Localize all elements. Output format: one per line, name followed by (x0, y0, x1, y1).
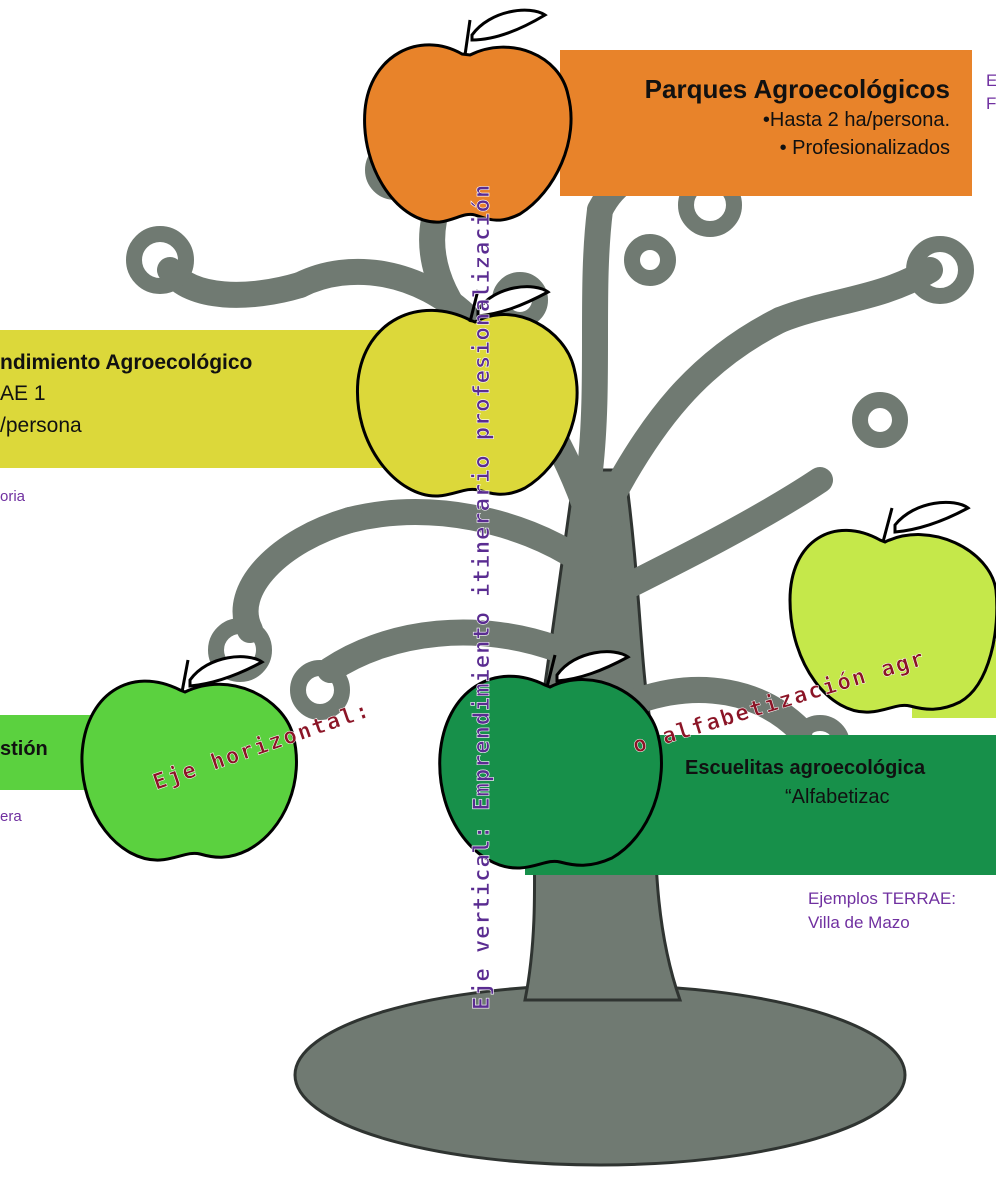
box-parques-line1: •Hasta 2 ha/persona. (762, 109, 950, 131)
box-parques: Parques Agroecológicos •Hasta 2 ha/perso… (560, 50, 972, 196)
box-gestion-title: stión (0, 738, 48, 760)
apple-yellow (355, 308, 579, 498)
box-gestion: stión (0, 715, 150, 790)
box-escuelitas-line1: “Alfabetizac (785, 786, 890, 808)
example-bottom-right-2: Villa de Mazo (808, 913, 910, 932)
example-top-right-2: F (986, 94, 996, 113)
tree-base (293, 983, 907, 1167)
apple-green (80, 679, 298, 862)
box-emprendimiento-title: ndimiento Agroecológico (0, 351, 253, 374)
apple-orange (363, 43, 573, 224)
box-emprendimiento: ndimiento Agroecológico AE 1 /persona (0, 330, 408, 468)
example-top-right-1: E (986, 71, 996, 90)
example-left-mid: oria (0, 488, 26, 505)
box-parques-title: Parques Agroecológicos (644, 74, 950, 104)
apple-light-green (788, 528, 996, 714)
apple-dark-green (438, 674, 663, 870)
box-emprendimiento-line2: /persona (0, 414, 82, 437)
axis-vertical-label: Eje vertical: Emprendimiento itinerario … (470, 183, 496, 1010)
box-parques-line2: • Profesionalizados (779, 137, 950, 159)
box-emprendimiento-line1: AE 1 (0, 382, 46, 405)
example-bottom-right-1: Ejemplos TERRAE: (808, 889, 957, 908)
example-left-low: era (0, 808, 22, 825)
box-emprendimiento-bg (0, 330, 408, 468)
box-parques-bg (560, 50, 972, 196)
box-escuelitas: Escuelitas agroecológica “Alfabetizac (525, 735, 996, 875)
box-escuelitas-title: Escuelitas agroecológica (685, 757, 926, 779)
